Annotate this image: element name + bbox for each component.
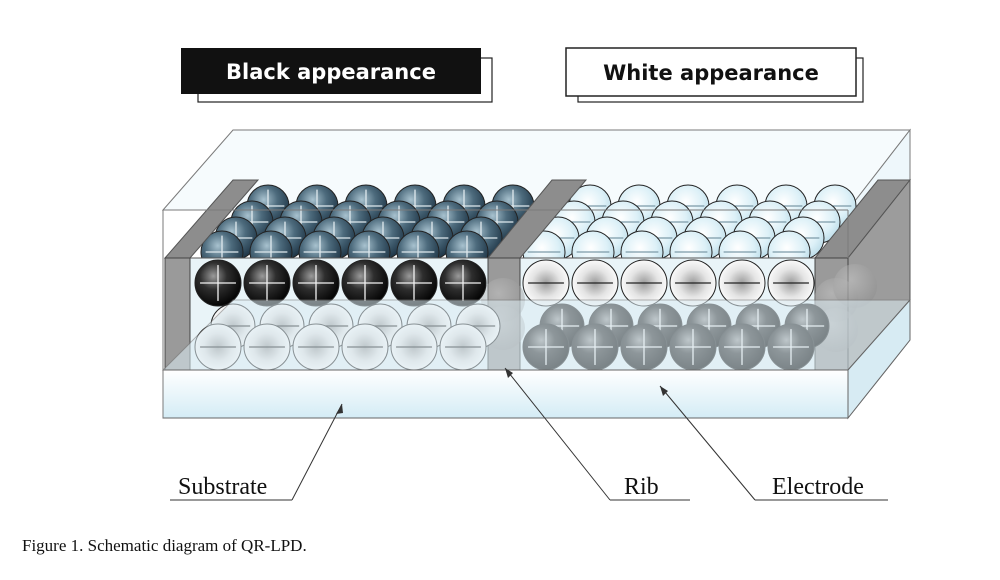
substrate-label: Substrate (178, 474, 267, 500)
white-particle (718, 259, 766, 307)
white-particle (669, 259, 717, 307)
black-particle (341, 259, 389, 307)
white-particle (767, 259, 815, 307)
black-particle (292, 259, 340, 307)
black-appearance-label: Black appearance (181, 48, 493, 103)
electrode-label: Electrode (772, 474, 864, 500)
black-particle (194, 259, 242, 307)
black-particle (243, 259, 291, 307)
electrode-callout: Electrode (659, 385, 888, 501)
rib-callout: Rib (504, 367, 690, 501)
ghost-particle (833, 264, 877, 308)
substrate-front-face (162, 369, 849, 419)
figure-caption: Figure 1. Schematic diagram of QR-LPD. (22, 536, 307, 555)
white-appearance-label: White appearance (565, 47, 864, 103)
white-appearance-text: White appearance (603, 61, 819, 85)
white-particle (620, 259, 668, 307)
white-particle (571, 259, 619, 307)
substrate-side-face (847, 298, 911, 420)
black-appearance-text: Black appearance (226, 60, 436, 84)
white-particle (522, 259, 570, 307)
substrate-top-face (161, 299, 912, 371)
black-particle (390, 259, 438, 307)
black-particle (439, 259, 487, 307)
rib-label: Rib (624, 474, 659, 500)
substrate-callout: Substrate (170, 403, 343, 501)
